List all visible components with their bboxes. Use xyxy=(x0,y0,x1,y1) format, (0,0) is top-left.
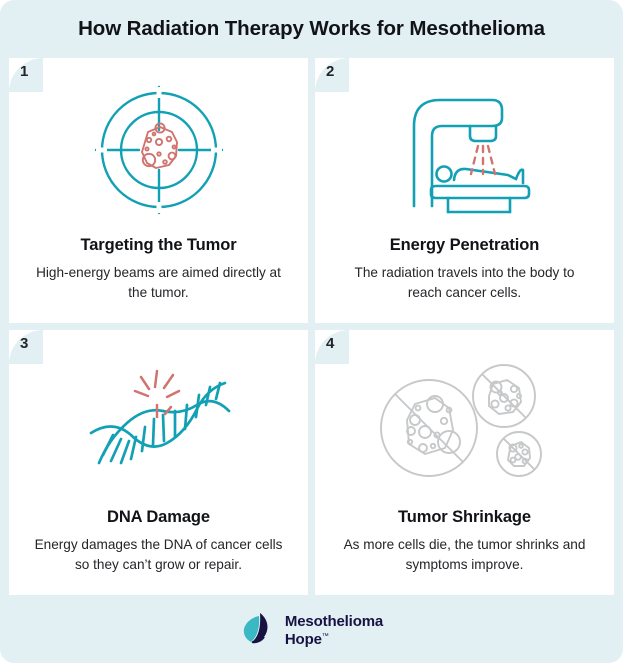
step-card-1-notch xyxy=(9,58,43,92)
logo-wordmark: Mesothelioma Hope™ xyxy=(284,612,384,648)
steps-grid: 1 xyxy=(9,58,614,596)
page-title: How Radiation Therapy Works for Mesothel… xyxy=(78,17,545,40)
step-card-2-surface xyxy=(315,58,614,323)
step-card-4-notch xyxy=(315,330,349,364)
step-card-1: 1 xyxy=(9,58,308,323)
step-body-1: High-energy beams are aimed directly at … xyxy=(36,265,281,300)
step-body-3: Energy damages the DNA of cancer cells s… xyxy=(34,537,283,572)
step-number-4: 4 xyxy=(326,335,335,352)
step-number-3: 3 xyxy=(20,335,29,352)
step-card-4-surface xyxy=(315,330,614,595)
logo-line-2: Hope xyxy=(284,631,322,648)
footer: Mesothelioma Hope™ xyxy=(0,598,623,663)
radiation-machine-icon xyxy=(315,76,614,224)
step-card-4: 4 xyxy=(315,330,614,595)
logo-line-2-wrap: Hope™ xyxy=(285,629,383,648)
step-number-1: 1 xyxy=(20,63,29,80)
dna-helix-damage-icon xyxy=(9,348,308,496)
logo-line-1: Mesothelioma xyxy=(284,612,384,630)
step-number-2: 2 xyxy=(326,63,335,80)
step-body-2: The radiation travels into the body to r… xyxy=(354,265,575,300)
step-title-4: Tumor Shrinkage xyxy=(398,508,531,526)
shrinking-tumor-cells-icon xyxy=(315,348,614,496)
step-title-3: DNA Damage xyxy=(107,508,210,526)
step-title-1: Targeting the Tumor xyxy=(80,236,237,254)
step-title-2: Energy Penetration xyxy=(389,236,540,254)
step-body-4: As more cells die, the tumor shrinks and… xyxy=(343,537,586,572)
step-card-2: 2 xyxy=(315,58,614,323)
step-card-3-surface xyxy=(9,330,308,595)
step-card-3-notch xyxy=(9,330,43,364)
crosshair-target-tumor-icon xyxy=(9,76,308,224)
trademark-symbol: ™ xyxy=(321,633,329,640)
step-card-3: 3 xyxy=(9,330,308,595)
leaf-butterfly-logo-icon xyxy=(240,611,276,650)
step-card-2-notch xyxy=(315,58,349,92)
